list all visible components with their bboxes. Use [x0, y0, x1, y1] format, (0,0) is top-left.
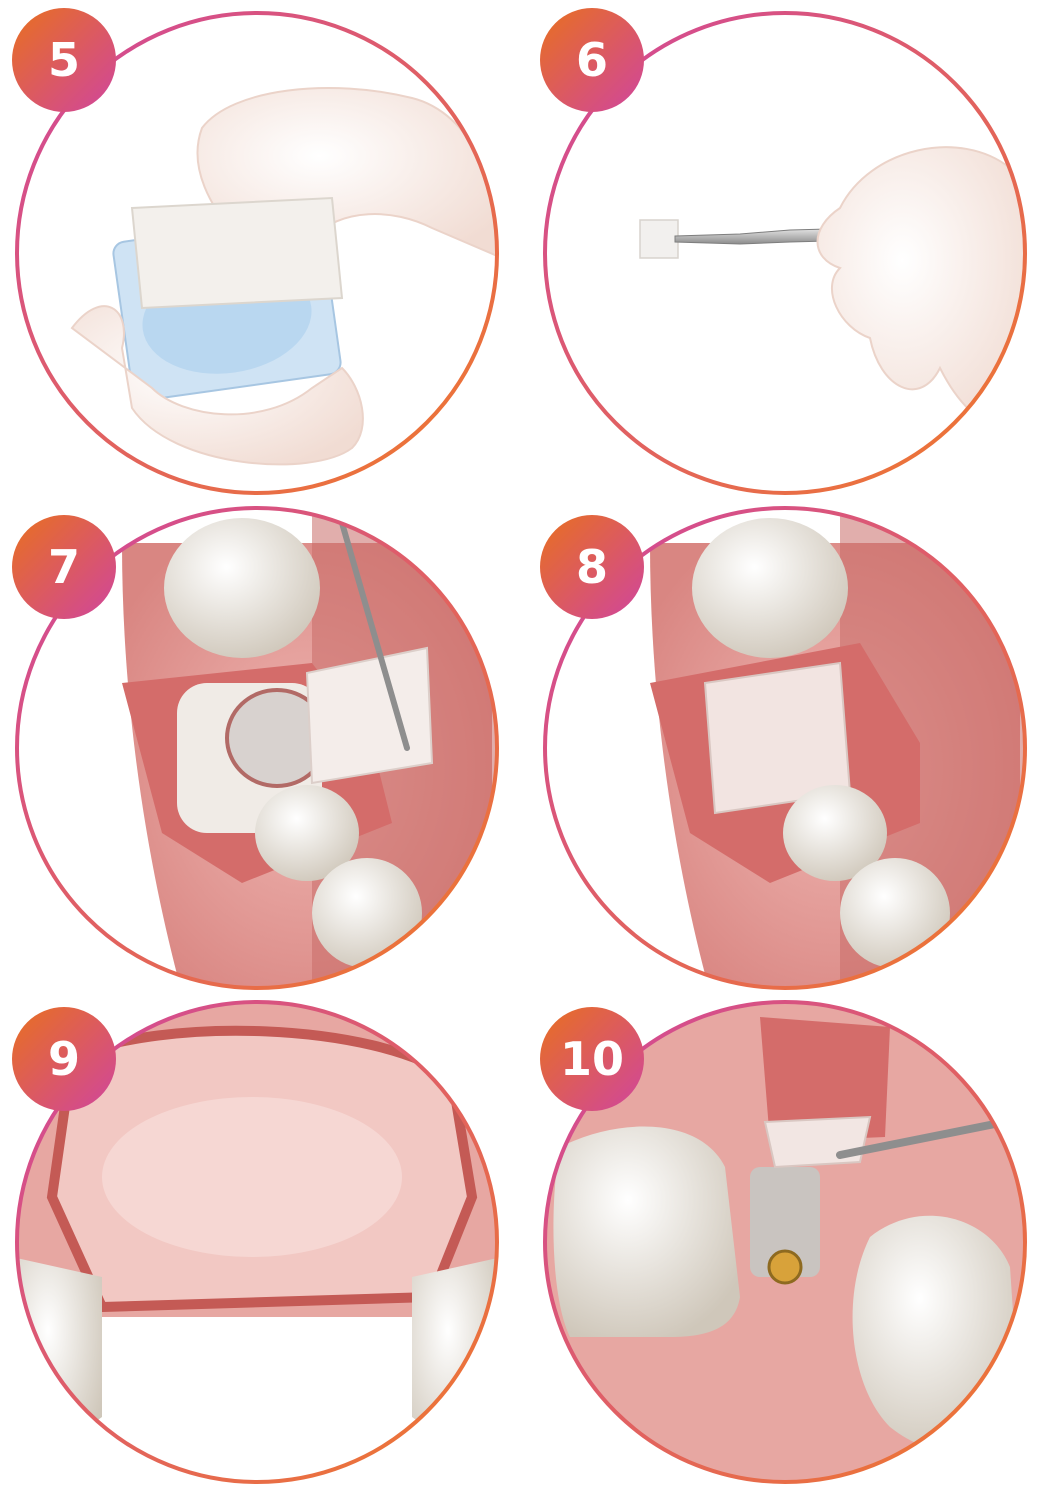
- step-number-badge: 6: [540, 8, 644, 112]
- step-number: 5: [48, 33, 80, 87]
- molar-tooth-upper: [164, 518, 320, 658]
- step-6-panel: 6: [540, 8, 1030, 498]
- membrane: [765, 1117, 870, 1167]
- step-number-badge: 7: [12, 515, 116, 619]
- step-number: 9: [48, 1032, 80, 1086]
- left-tooth: [12, 1257, 102, 1467]
- step-number: 10: [560, 1032, 624, 1086]
- step-8-panel: 8: [540, 503, 1030, 993]
- step-number: 7: [48, 540, 80, 594]
- step-9-panel: 9: [12, 997, 502, 1487]
- step-number-badge: 8: [540, 515, 644, 619]
- canine-tooth: [840, 858, 950, 968]
- peeled-paper: [132, 198, 342, 308]
- canine-tooth: [312, 858, 422, 968]
- step-5-panel: 5: [12, 8, 502, 498]
- membrane: [307, 648, 432, 783]
- step-number: 6: [576, 33, 608, 87]
- step-number-badge: 9: [12, 1007, 116, 1111]
- step-10-panel: 10: [540, 997, 1030, 1487]
- step-number: 8: [576, 540, 608, 594]
- implant-screw-head: [769, 1251, 801, 1283]
- right-tooth: [412, 1257, 502, 1467]
- step-number-badge: 10: [540, 1007, 644, 1111]
- incisor-tooth-left: [553, 1127, 740, 1337]
- step-7-panel: 7: [12, 503, 502, 993]
- molar-tooth-upper: [692, 518, 848, 658]
- membrane-piece: [640, 220, 678, 258]
- step-number-badge: 5: [12, 8, 116, 112]
